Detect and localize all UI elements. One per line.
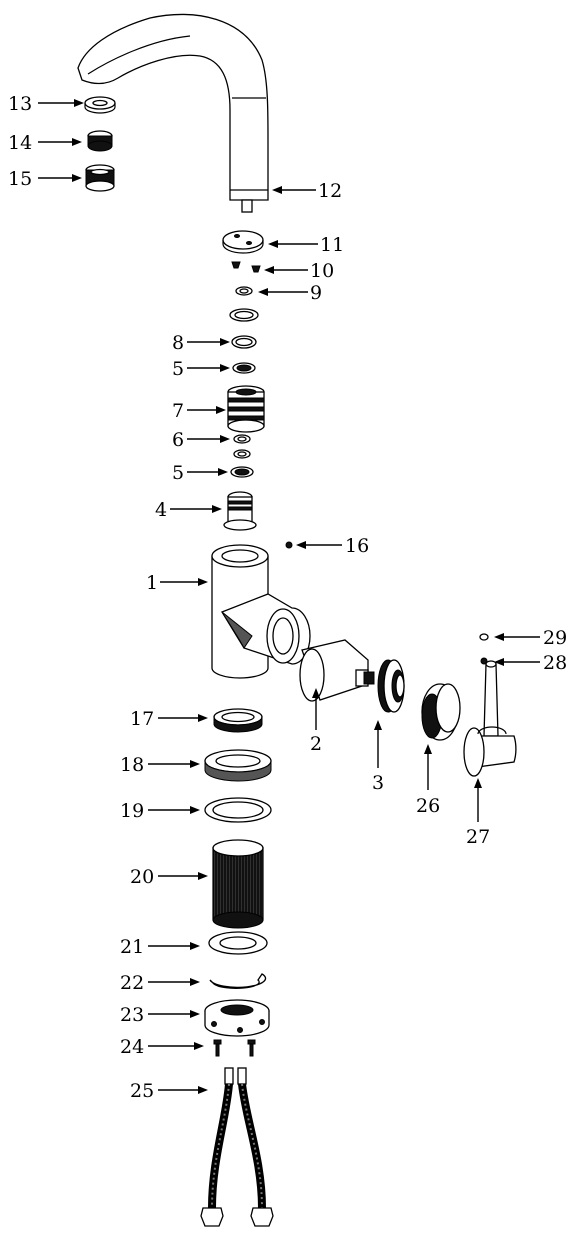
callout-6: 6	[172, 429, 184, 451]
part-23-mounting-nut	[204, 999, 270, 1037]
part-16-ball	[285, 541, 293, 549]
callout-17: 17	[130, 708, 154, 730]
part-3-bonnet-nut	[377, 659, 405, 713]
part-29-cap	[479, 633, 489, 641]
callout-20: 20	[130, 866, 154, 888]
callout-25: 25	[130, 1080, 154, 1102]
part-17-gasket	[213, 708, 263, 733]
callout-15: 15	[8, 168, 32, 190]
callout-18: 18	[120, 754, 144, 776]
callout-22: 22	[120, 972, 144, 994]
callout-29: 29	[543, 627, 567, 649]
callout-14: 14	[8, 132, 32, 154]
part-12-spout	[77, 13, 269, 213]
part-28-screw	[480, 657, 488, 665]
callout-9: 9	[310, 282, 322, 304]
part-24-screws	[213, 1039, 256, 1057]
callout-3: 3	[372, 772, 384, 794]
part-15-aerator-housing	[85, 164, 115, 192]
callout-10: 10	[310, 260, 334, 282]
part-5-o-ring-lower	[230, 466, 254, 478]
part-22-split-washer	[209, 973, 267, 989]
part-14-aerator-insert	[87, 130, 113, 152]
part-4-threaded-insert	[223, 491, 257, 531]
part-8-o-ring	[231, 335, 257, 349]
callout-1: 1	[146, 572, 158, 594]
callout-24: 24	[120, 1036, 144, 1058]
callout-12: 12	[318, 180, 342, 202]
callout-11: 11	[320, 234, 344, 256]
part-20-threaded-shank	[212, 839, 264, 929]
part-10-screws	[231, 261, 261, 273]
part-18-base-flange	[204, 749, 272, 782]
part-5-o-ring-upper	[232, 362, 256, 374]
callout-5-upper: 5	[172, 358, 184, 380]
part-21-washer	[208, 931, 268, 955]
callout-8: 8	[172, 332, 184, 354]
callout-4: 4	[155, 499, 167, 521]
part-26-ring	[421, 683, 461, 741]
callout-27: 27	[466, 826, 490, 848]
part-1-body	[211, 544, 311, 679]
part-6-rings	[233, 434, 251, 459]
callout-28: 28	[543, 652, 567, 674]
part-27-handle	[463, 660, 517, 777]
callout-13: 13	[8, 93, 32, 115]
callout-labels: 13 14 15 12 11 10 9 8 5 7 6 5 4 16 1 29 …	[8, 93, 567, 1102]
part-11-base-plate	[222, 230, 264, 254]
part-9-o-ring	[235, 286, 253, 296]
part-7-swivel-bushing	[227, 385, 265, 433]
callout-7: 7	[172, 400, 184, 422]
part-25-hoses	[200, 1067, 274, 1227]
callout-21: 21	[120, 936, 144, 958]
callout-16: 16	[345, 535, 369, 557]
part-19-gasket	[204, 797, 272, 823]
callout-23: 23	[120, 1004, 144, 1026]
callout-26: 26	[416, 795, 440, 817]
callout-5-lower: 5	[172, 462, 184, 484]
callout-arrows	[38, 99, 540, 1094]
callout-19: 19	[120, 800, 144, 822]
part-washer-upper	[229, 308, 259, 322]
part-13-aerator-washer	[84, 96, 116, 114]
part-2-cartridge	[299, 639, 375, 702]
callout-2: 2	[310, 733, 322, 755]
